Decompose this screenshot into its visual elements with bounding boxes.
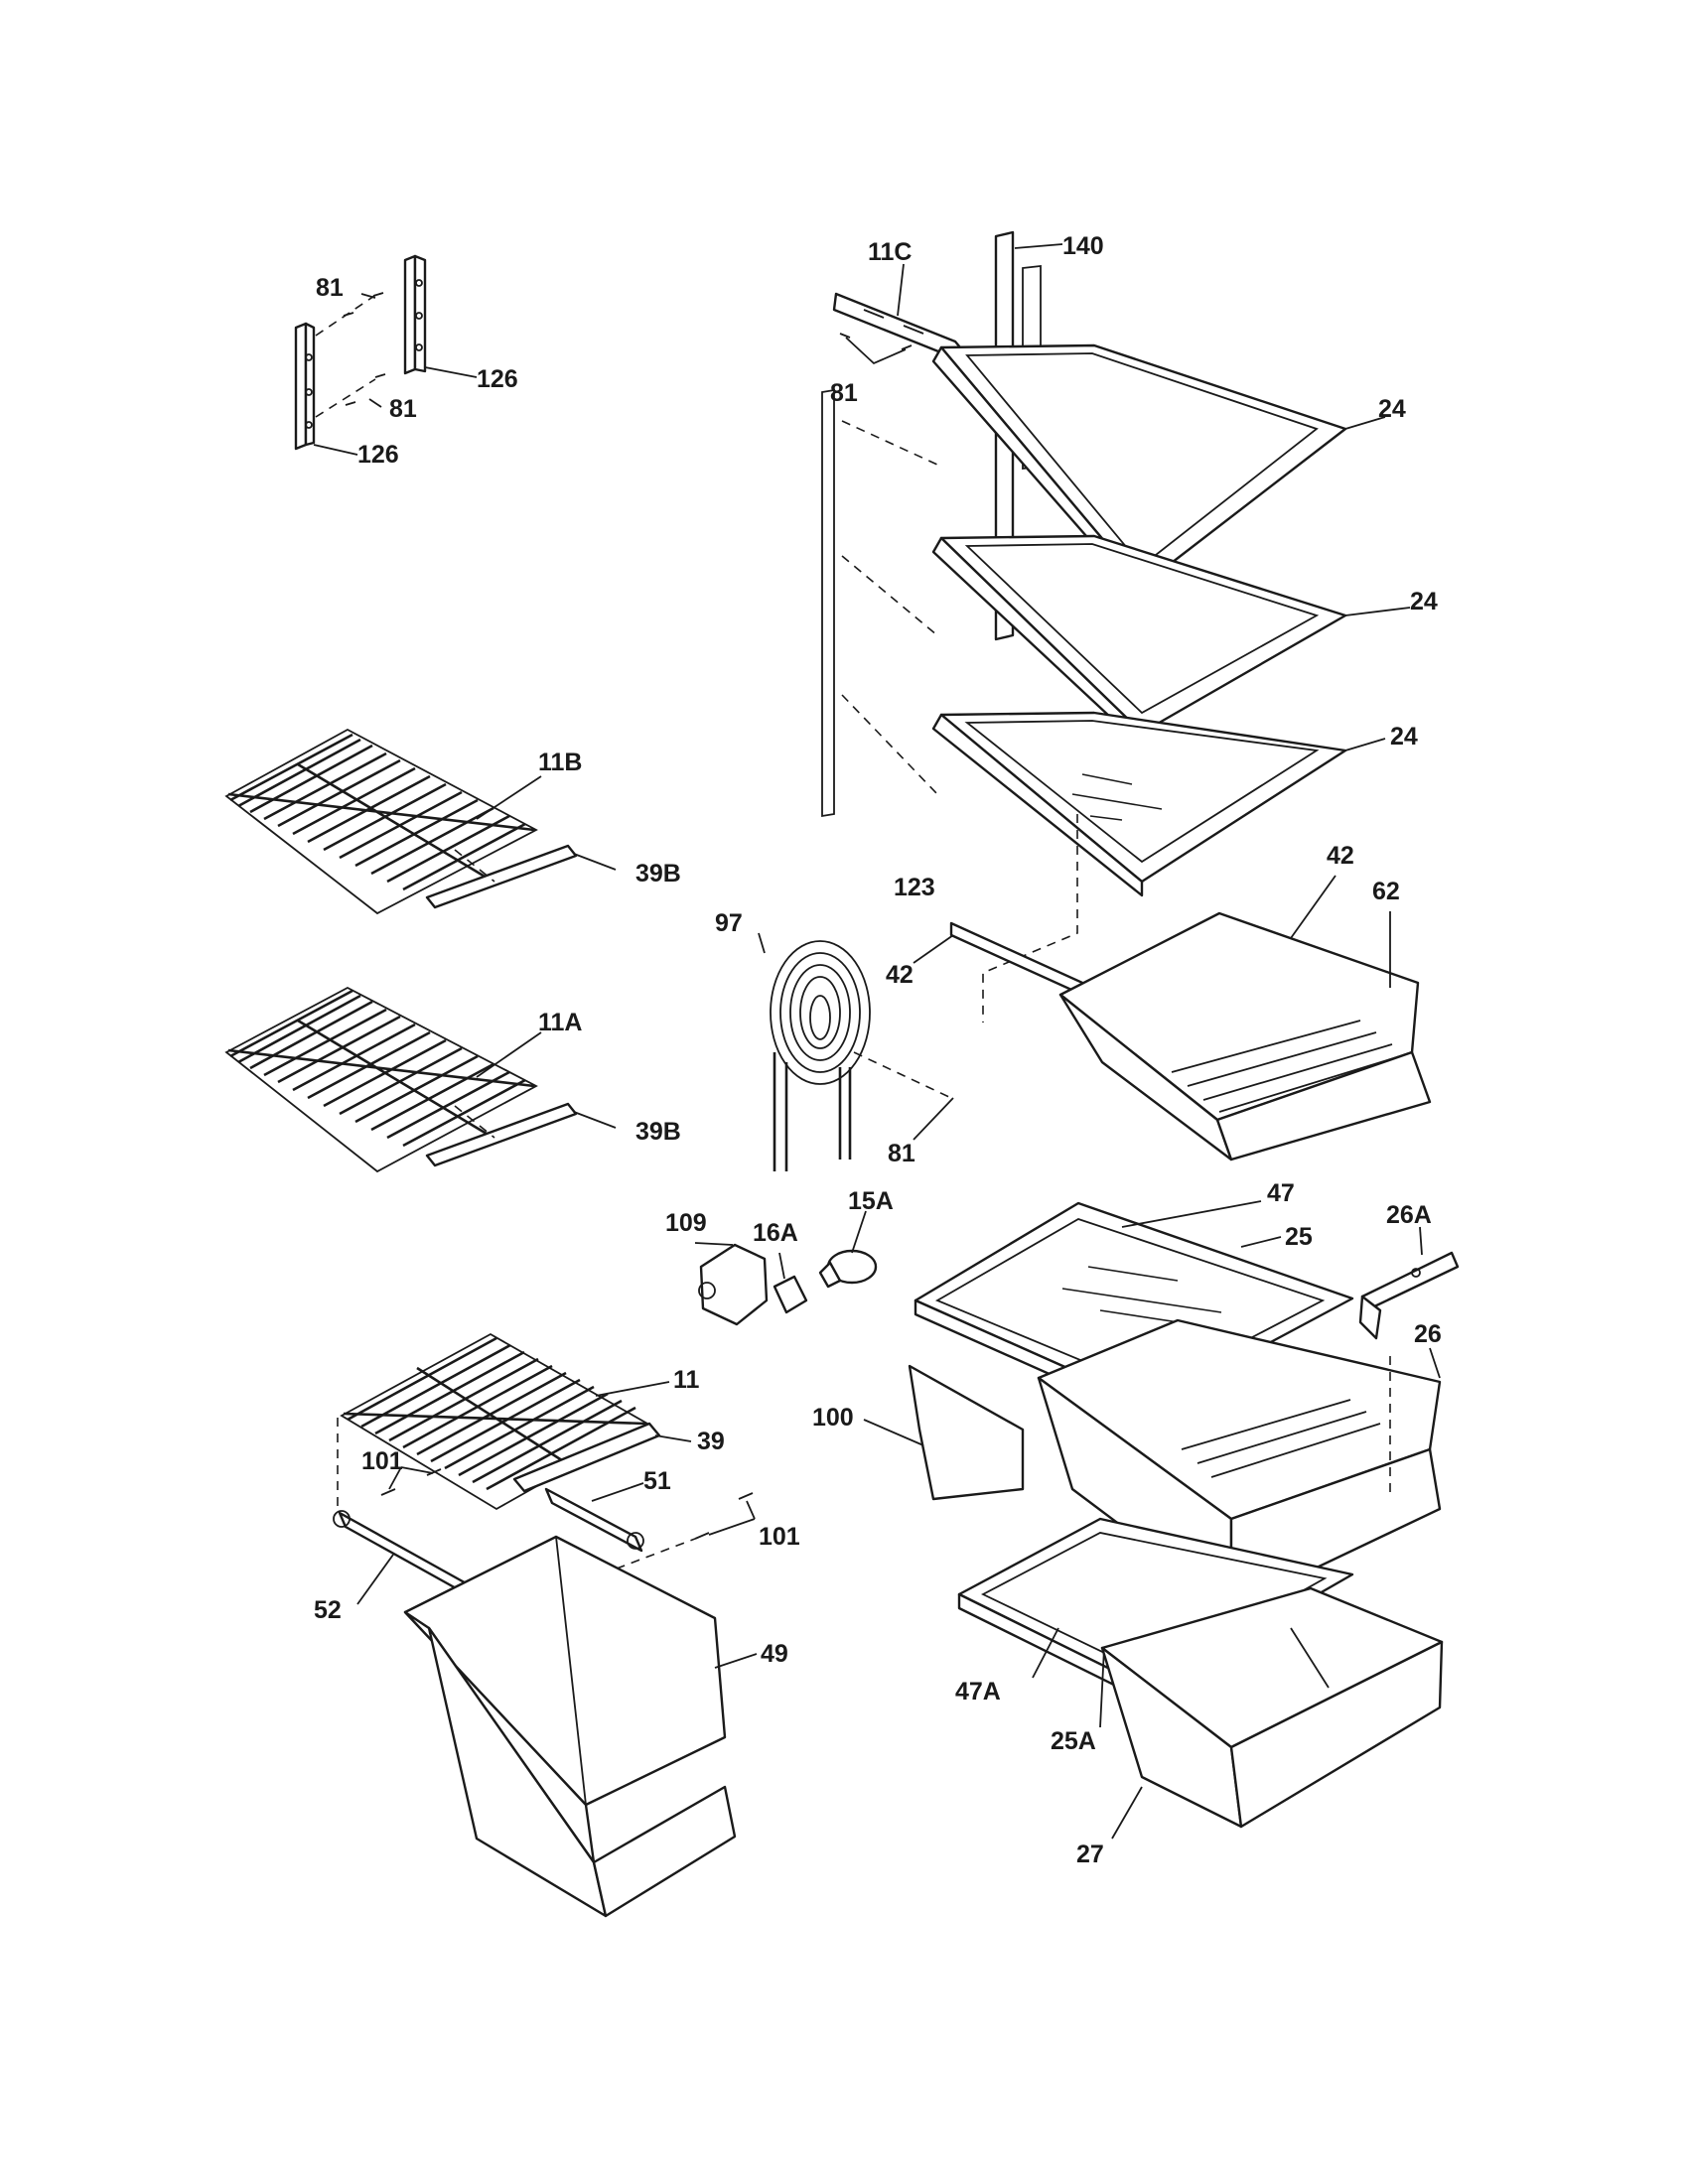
wire-shelf-11b xyxy=(224,728,617,915)
callout-109: 109 xyxy=(665,1209,707,1237)
callout-81: 81 xyxy=(389,395,417,423)
light-assembly xyxy=(694,1210,878,1326)
callout-62: 62 xyxy=(1372,878,1400,905)
shelf-support-brackets xyxy=(294,254,478,456)
callout-47a: 47A xyxy=(955,1678,1001,1706)
callout-26: 26 xyxy=(1414,1320,1442,1348)
callout-39b: 39B xyxy=(635,860,681,887)
callout-42: 42 xyxy=(1327,842,1354,870)
callout-81: 81 xyxy=(316,274,344,302)
callout-123: 123 xyxy=(894,874,935,901)
slide-rail-51 xyxy=(544,1482,644,1553)
callout-42: 42 xyxy=(886,961,914,989)
callout-126: 126 xyxy=(477,365,518,393)
callout-49: 49 xyxy=(761,1640,788,1668)
callout-81: 81 xyxy=(888,1140,915,1167)
callout-101: 101 xyxy=(759,1523,800,1551)
callout-97: 97 xyxy=(715,909,743,937)
callout-26a: 26A xyxy=(1386,1201,1432,1229)
callout-24: 24 xyxy=(1390,723,1418,751)
callout-15a: 15A xyxy=(848,1187,894,1215)
callout-11a: 11A xyxy=(538,1009,582,1036)
defrost-heater-coil-97 xyxy=(758,932,954,1171)
crisper-bracket-26a xyxy=(1358,1226,1460,1340)
callout-81: 81 xyxy=(830,379,858,407)
callout-11b: 11B xyxy=(538,749,582,776)
callout-24: 24 xyxy=(1410,588,1438,615)
callout-labels: 140 11C 81 126 81 126 81 24 24 24 11B 39… xyxy=(314,232,1442,1868)
callout-24: 24 xyxy=(1378,395,1406,423)
callout-100: 100 xyxy=(812,1404,854,1432)
glass-shelf-24-middle xyxy=(931,534,1411,749)
glass-shelf-24-bottom xyxy=(931,711,1386,897)
crisper-pan-27 xyxy=(1100,1586,1444,1840)
wire-shelf-11 xyxy=(340,1332,692,1511)
callout-126: 126 xyxy=(357,441,399,469)
storage-bin-49 xyxy=(403,1535,758,1918)
callout-52: 52 xyxy=(314,1596,342,1624)
callout-39: 39 xyxy=(697,1428,725,1455)
callout-11c: 11C xyxy=(868,238,912,266)
callout-25a: 25A xyxy=(1051,1727,1096,1755)
callout-25: 25 xyxy=(1285,1223,1313,1251)
callout-47: 47 xyxy=(1267,1179,1295,1207)
crisper-baffle-100 xyxy=(863,1364,1025,1501)
callout-16a: 16A xyxy=(753,1219,798,1247)
callout-101: 101 xyxy=(361,1447,403,1475)
callout-140: 140 xyxy=(1062,232,1104,260)
meat-pan-62 xyxy=(1058,875,1432,1161)
callout-39b: 39B xyxy=(635,1118,681,1146)
callout-11: 11 xyxy=(673,1366,700,1394)
wire-shelf-11a xyxy=(224,986,617,1173)
callout-51: 51 xyxy=(643,1467,671,1495)
callout-27: 27 xyxy=(1076,1841,1104,1868)
crisper-cover-25a xyxy=(957,1517,1354,1728)
